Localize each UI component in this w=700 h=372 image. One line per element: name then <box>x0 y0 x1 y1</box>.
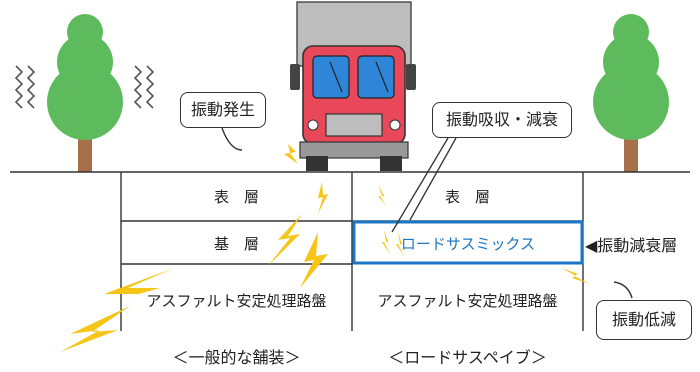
layer-mix: ロードサスミックス <box>400 235 536 253</box>
callout-vibration-reduced-text: 振動低減 <box>611 310 676 329</box>
callout-tail-generated <box>221 127 243 151</box>
callout-vibration-absorb-text: 振動吸収・減衰 <box>445 110 558 129</box>
callout-pointer-absorb <box>391 137 449 233</box>
caption-roadsus-pave: ＜ロードサスペイブ＞ <box>388 348 547 367</box>
caption-general-pavement: ＜一般的な舗装＞ <box>172 348 301 367</box>
callout-tail-reduced <box>613 281 633 299</box>
callout-pointer-absorb-2 <box>409 137 457 221</box>
layer-asphalt-left: アスファルト安定処理路盤 <box>146 292 327 310</box>
callout-vibration-generated-text: 振動発生 <box>190 100 255 119</box>
layer-surface-right: 表 層 <box>444 188 490 206</box>
vibration-lightning <box>60 144 590 352</box>
callout-vibration-reduced: 振動低減 <box>596 300 692 340</box>
side-label-damping-layer: ◀振動減衰層 <box>585 236 678 255</box>
vibration-waves-left <box>14 65 155 109</box>
tree-right-icon <box>593 14 669 172</box>
mix-layer-box <box>352 220 584 265</box>
callout-vibration-absorb: 振動吸収・減衰 <box>432 102 572 138</box>
layer-surface-left: 表 層 <box>213 188 259 206</box>
layer-base: 基 層 <box>213 235 259 253</box>
callout-vibration-generated: 振動発生 <box>180 92 266 128</box>
truck-icon <box>290 1 416 171</box>
layer-asphalt-right: アスファルト安定処理路盤 <box>377 292 558 310</box>
tree-left-icon <box>47 14 123 172</box>
